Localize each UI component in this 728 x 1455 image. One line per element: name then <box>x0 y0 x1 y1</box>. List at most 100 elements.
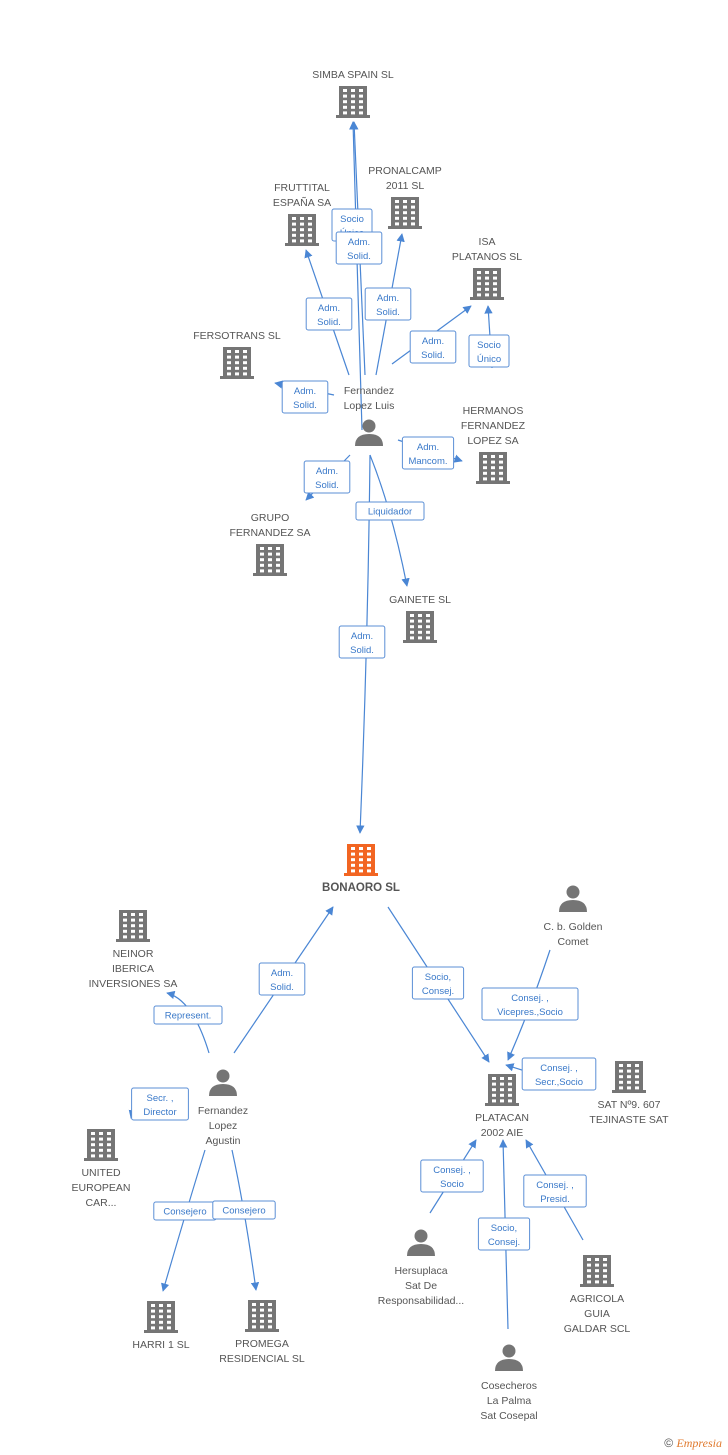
badge-text: Adm. <box>351 631 373 642</box>
relation-badge-fernandez_luis-isa[interactable]: Adm.Solid. <box>409 330 457 364</box>
building-window <box>235 355 239 359</box>
relation-badge-fernandez_luis-pronalcamp[interactable]: Adm.Solid. <box>364 287 412 321</box>
relation-badge-fernandez_luis-gainete[interactable]: Liquidador <box>355 501 425 521</box>
relation-badge-fernandez_agustin-harri[interactable]: Consejero <box>153 1201 217 1221</box>
building-window <box>260 1319 264 1323</box>
badge-text: Solid. <box>376 307 400 318</box>
node-label: Fernandez <box>198 1105 248 1117</box>
relation-badge-bonaoro-platacan[interactable]: Socio,Consej. <box>411 966 465 1000</box>
badge-text: Socio <box>340 214 364 225</box>
building-base <box>403 640 437 643</box>
building-icon <box>403 611 437 643</box>
relation-badge-fernandez_luis-simba[interactable]: Adm.Solid. <box>335 231 383 265</box>
building-window <box>508 1093 512 1097</box>
building-window <box>167 1309 171 1313</box>
building-window <box>359 869 363 873</box>
building-window <box>418 636 422 640</box>
relation-badge-fernandez_luis-fersotrans[interactable]: Adm.Solid. <box>281 380 329 414</box>
node-label: Cosecheros <box>481 1380 537 1392</box>
person-body <box>559 900 587 912</box>
relation-badge-fernandez_agustin-bonaoro[interactable]: Adm.Solid. <box>258 962 306 996</box>
building-window <box>139 935 143 939</box>
building-window <box>395 216 399 220</box>
building-window <box>595 1274 599 1278</box>
badge-text: Solid. <box>315 480 339 491</box>
footer-brand[interactable]: © Empresia <box>664 1436 722 1451</box>
node-label: Lopez Luis <box>344 400 395 412</box>
node-united[interactable]: UNITEDEUROPEANCAR... <box>72 1129 131 1209</box>
relation-badge-fernandez_luis-grupo[interactable]: Adm.Solid. <box>303 460 351 494</box>
relation-badge-cbgolden-platacan[interactable]: Consej. ,Vicepres.,Socio <box>481 987 579 1021</box>
person-icon <box>559 885 587 912</box>
building-window <box>243 350 247 353</box>
node-label: FERSOTRANS SL <box>193 330 281 342</box>
relation-badge-agricola-platacan[interactable]: Consej. ,Presid. <box>523 1174 587 1208</box>
relation-badge-fernandez_luis-fruttital[interactable]: Adm.Solid. <box>305 297 353 331</box>
badge-text: Adm. <box>417 442 439 453</box>
relation-badge-hersuplaca-platacan[interactable]: Consej. ,Socio <box>420 1159 484 1193</box>
building-icon <box>336 86 370 118</box>
node-gainete[interactable]: GAINETE SL <box>389 594 451 643</box>
node-label: EUROPEAN <box>72 1182 131 1194</box>
badge-box <box>355 501 425 521</box>
relation-badge-fernandez_luis-bonaoro[interactable]: Adm.Solid. <box>338 625 386 659</box>
building-base <box>612 1090 646 1093</box>
badge-text: Consej. <box>422 986 454 997</box>
badge-text: Secr.,Socio <box>535 1077 583 1088</box>
person-head <box>502 1344 516 1358</box>
building-window <box>235 372 239 376</box>
badge-box <box>364 287 412 321</box>
relation-badge-fernandez_luis-hermanos[interactable]: Adm.Mancom. <box>401 436 455 470</box>
building-window <box>260 558 264 562</box>
node-fersotrans[interactable]: FERSOTRANS SL <box>193 330 281 379</box>
building-window <box>167 1326 171 1330</box>
building-icon <box>253 544 287 576</box>
node-bonaoro[interactable]: BONAORO SL <box>322 844 400 894</box>
relation-badge-sat-platacan[interactable]: Consej. ,Secr.,Socio <box>521 1057 597 1091</box>
building-window <box>619 1086 623 1090</box>
relation-badge-fernandez_agustin-promega[interactable]: Consejero <box>212 1200 276 1220</box>
building-window <box>587 1263 591 1267</box>
badge-box <box>521 1057 597 1091</box>
relation-badge-cosecheros-platacan[interactable]: Socio,Consej. <box>477 1217 531 1251</box>
edges-layer <box>128 121 586 1330</box>
node-harri[interactable]: HARRI 1 SL <box>132 1301 190 1351</box>
building-window <box>627 1069 631 1073</box>
person-icon <box>355 419 383 446</box>
person-icon <box>495 1344 523 1371</box>
node-label: 2002 AIE <box>481 1127 524 1139</box>
building-icon <box>476 452 510 484</box>
node-simba[interactable]: SIMBA SPAIN SL <box>312 69 394 118</box>
building-window <box>276 547 280 550</box>
building-window <box>359 863 363 867</box>
person-body <box>495 1359 523 1371</box>
building-window <box>500 1082 504 1086</box>
badge-box <box>258 962 306 996</box>
relation-badge-fernandez_agustin-united[interactable]: Secr. ,Director <box>131 1087 189 1121</box>
person-body <box>407 1244 435 1256</box>
building-window <box>635 1064 639 1067</box>
building-window <box>252 1325 256 1329</box>
badge-text: Consej. , <box>536 1180 574 1191</box>
building-base <box>253 573 287 576</box>
badge-box <box>153 1005 223 1025</box>
building-window <box>426 619 430 623</box>
building-window <box>260 563 264 567</box>
relation-badge-fernandez_agustin-neinor[interactable]: Represent. <box>153 1005 223 1025</box>
